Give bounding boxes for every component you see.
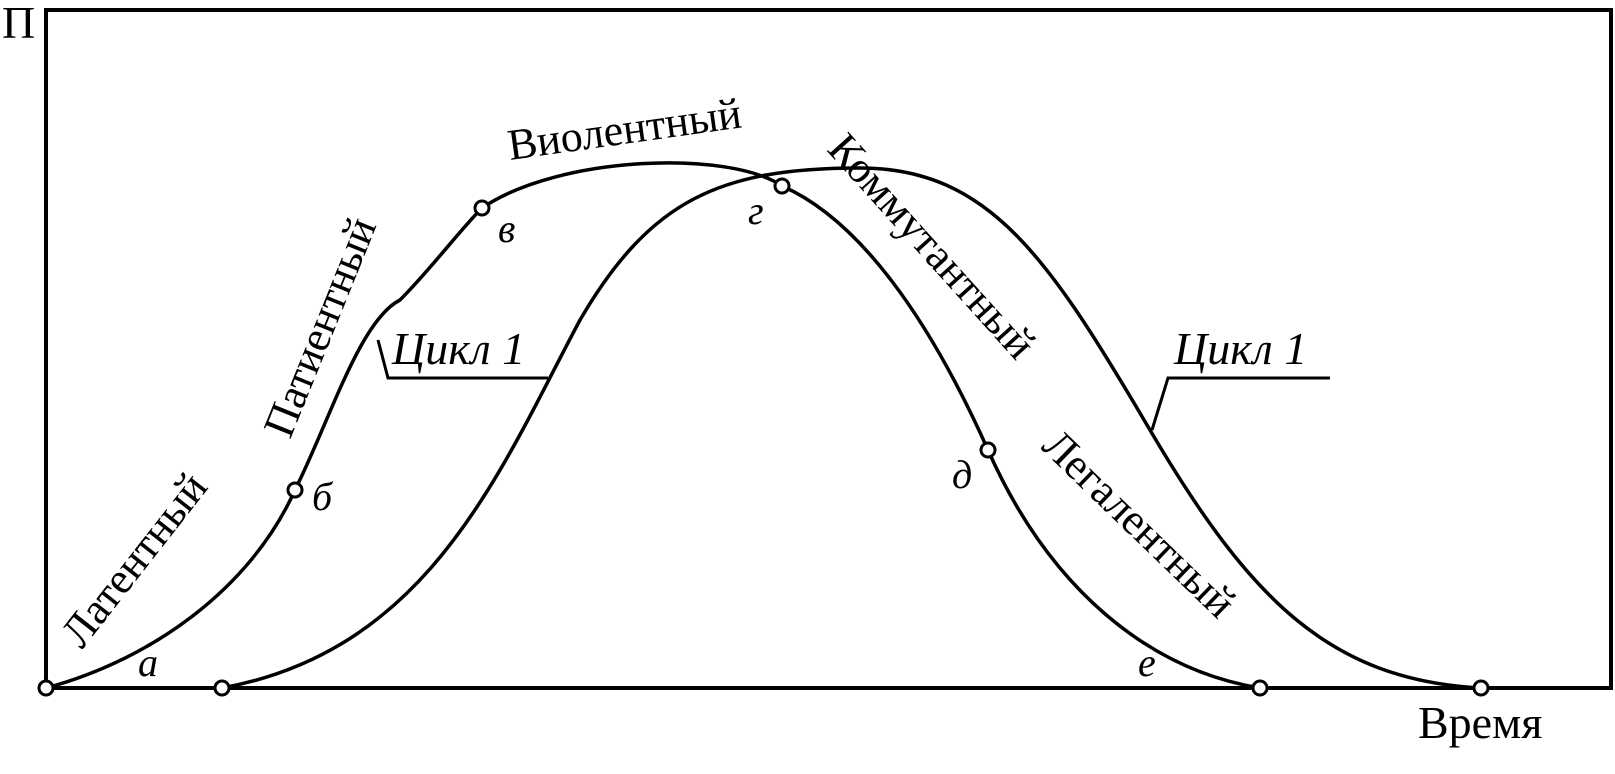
point-label-v: в <box>498 206 515 251</box>
stage-label-violent: Виолентный <box>505 89 745 170</box>
stage-label-legalent: Легалентный <box>1033 420 1245 627</box>
y-axis-label: П <box>2 0 35 48</box>
stage-label-commutant: Коммутантный <box>819 124 1046 368</box>
node-end-2 <box>1472 679 1490 697</box>
node-start-1 <box>37 679 55 697</box>
point-label-e: е <box>1138 640 1156 685</box>
point-label-a: а <box>138 640 158 685</box>
cycle-2-label: Цикл 1 <box>1173 323 1307 374</box>
cycle-1-label: Цикл 1 <box>391 323 525 374</box>
point-label-d: д <box>952 452 972 497</box>
stage-label-latent: Латентный <box>51 463 217 656</box>
node-b <box>286 481 304 499</box>
cycle-2-leader <box>1150 376 1330 431</box>
diagram-frame <box>44 8 1613 690</box>
stage-label-patient: Патиентный <box>254 210 386 443</box>
node-g <box>773 177 791 195</box>
cycle-1-leader <box>376 339 548 380</box>
node-start-2 <box>213 679 231 697</box>
x-axis-label: Время <box>1418 697 1542 748</box>
node-v <box>473 199 491 217</box>
point-label-g: г <box>748 188 764 233</box>
cycle-2-curve <box>221 166 1482 690</box>
node-d <box>979 441 997 459</box>
point-label-b: б <box>312 474 334 519</box>
node-e <box>1251 679 1269 697</box>
cycle-1-curve <box>45 161 1261 690</box>
